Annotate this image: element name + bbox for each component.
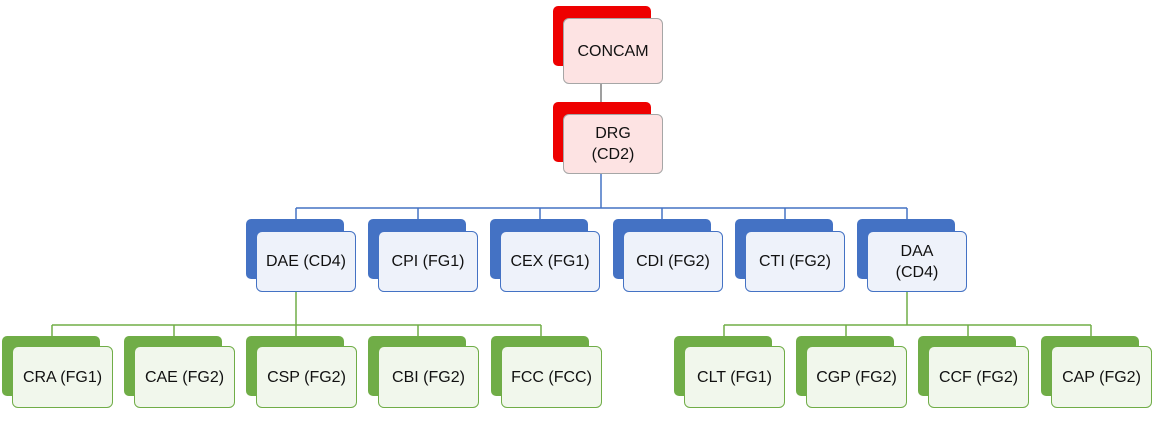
node-label: CEX (FG1)	[500, 231, 600, 292]
node-label: DRG (CD2)	[563, 114, 663, 174]
node-label: CAE (FG2)	[134, 346, 235, 408]
node-label: CPI (FG1)	[378, 231, 478, 292]
node-label: CCF (FG2)	[928, 346, 1029, 408]
node-label: CRA (FG1)	[12, 346, 113, 408]
node-label: CLT (FG1)	[684, 346, 785, 408]
node-label: CTI (FG2)	[745, 231, 845, 292]
node-label: CBI (FG2)	[378, 346, 479, 408]
node-label: CONCAM	[563, 18, 663, 84]
node-label: CAP (FG2)	[1051, 346, 1152, 408]
node-label: FCC (FCC)	[501, 346, 602, 408]
node-label: DAA (CD4)	[867, 231, 967, 292]
node-label: CGP (FG2)	[806, 346, 907, 408]
node-label: CSP (FG2)	[256, 346, 357, 408]
node-label: DAE (CD4)	[256, 231, 356, 292]
node-label: CDI (FG2)	[623, 231, 723, 292]
